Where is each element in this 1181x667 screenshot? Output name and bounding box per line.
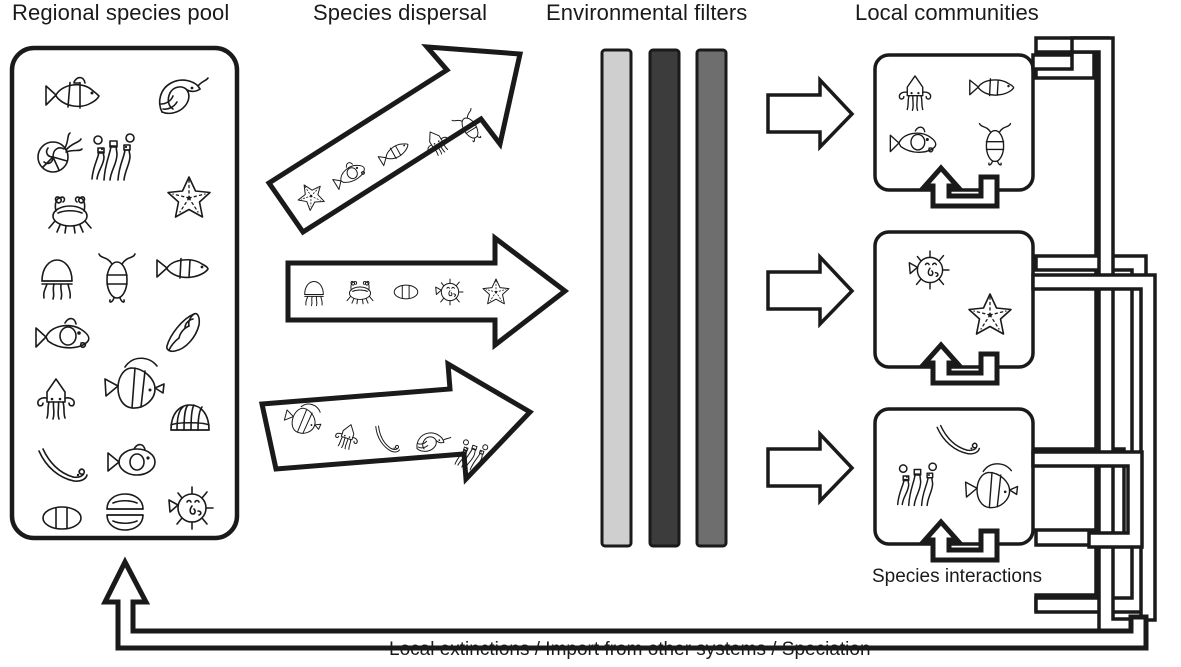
- filter-bar-1: [600, 48, 633, 548]
- column-title-dispersal: Species dispersal: [313, 0, 488, 25]
- dispersal-arrow-middle: [285, 232, 570, 351]
- dispersal-arrow-bottom: [258, 359, 534, 485]
- species-interaction-loop-2: [919, 341, 1000, 386]
- feedback-band-top: [1031, 36, 1145, 650]
- column-title-regional-pool: Regional species pool: [12, 0, 230, 25]
- local-community-3-box: [873, 407, 1035, 546]
- feedback-return-arrow: [100, 556, 1149, 651]
- local-community-2-box: [873, 230, 1035, 369]
- filter-output-arrow-1: [766, 75, 855, 152]
- filter-output-arrow-3: [766, 429, 855, 506]
- feedback-process-label: Local extinctions / Import from other sy…: [389, 639, 871, 660]
- filter-output-arrow-2: [766, 252, 855, 329]
- local-community-1: [873, 53, 1035, 209]
- local-community-1-box: [873, 53, 1035, 192]
- species-interaction-loop-1: [919, 164, 1000, 209]
- feedback-band-bottom: [1031, 450, 1144, 549]
- filter-bar-2: [648, 48, 681, 548]
- filter-bar-3: [695, 48, 728, 548]
- local-community-2: [873, 230, 1035, 386]
- dispersal-arrow-top: [265, 44, 524, 236]
- environmental-filter-bars: [600, 48, 728, 548]
- filter-to-community-arrows: [766, 75, 855, 506]
- species-interactions-label: Species interactions: [872, 566, 1043, 587]
- species-interaction-loop-3: [919, 518, 1000, 563]
- column-title-local-communities: Local communities: [855, 0, 1039, 25]
- feedback-path-community-2: [1034, 254, 1148, 614]
- column-title-environmental-filters: Environmental filters: [546, 0, 748, 25]
- feedback-path-community-1: [1034, 36, 1110, 612]
- local-community-3: [873, 407, 1035, 563]
